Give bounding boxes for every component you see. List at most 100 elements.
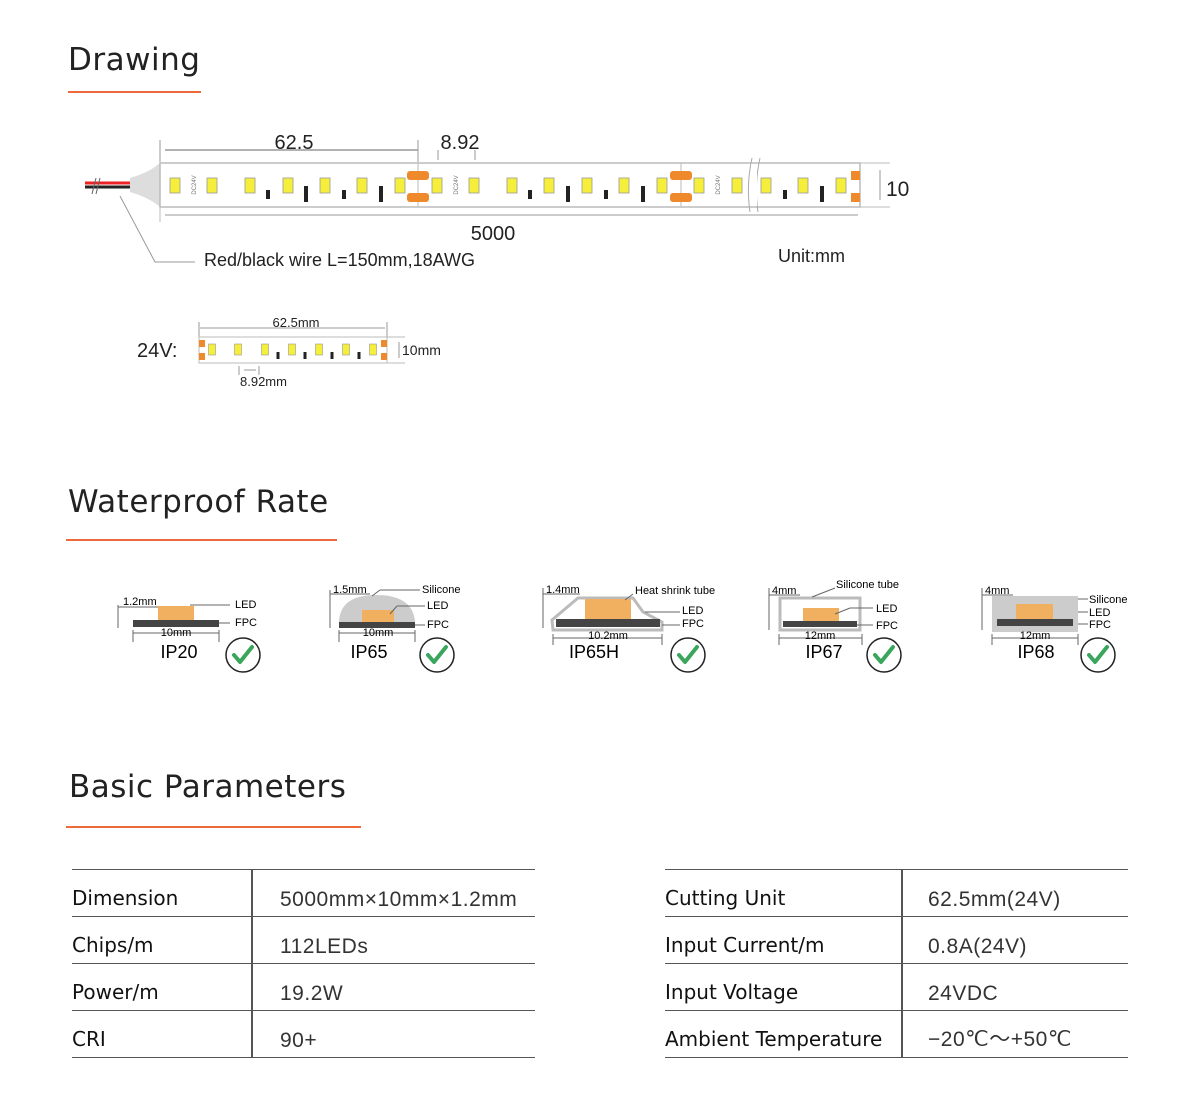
title-underline	[68, 91, 201, 93]
led-chip	[288, 343, 296, 356]
thickness-label: 1.5mm	[333, 584, 367, 596]
param-value: 0.8A(24V)	[928, 935, 1028, 958]
silicone-label: Silicone	[1089, 594, 1128, 606]
resistor	[266, 190, 270, 199]
led-chip	[797, 177, 809, 194]
param-label: Cutting Unit	[665, 886, 786, 910]
led-strip-24v-drawing: 24V: 62.5mm 10mm 8.92mm	[137, 315, 441, 389]
param-value: 62.5mm(24V)	[928, 888, 1061, 911]
parameters-table-right: Cutting Unit 62.5mm(24V) Input Current/m 0…	[665, 869, 1128, 1058]
led-chip	[835, 177, 847, 194]
led-chip	[656, 177, 668, 194]
param-value: 112LEDs	[280, 935, 369, 958]
led-strip-drawing: 62.5 8.92 DC24V DC24V DC24V 10 5000 Red/…	[85, 132, 909, 270]
check-circle-icon	[419, 637, 455, 673]
fpc-label: FPC	[876, 620, 898, 632]
led-chip	[581, 177, 593, 194]
param-label: Input Voltage	[665, 980, 799, 1004]
led-chip	[506, 177, 518, 194]
waterproof-ip65h: 1.4mm Heat shrink tube LED FPC 10.2mm IP…	[542, 584, 715, 662]
param-value: 90+	[280, 1029, 318, 1052]
param-label: Dimension	[72, 886, 179, 910]
led-pitch-label: 8.92	[441, 132, 480, 154]
section-title-parameters: Basic Parameters	[69, 769, 347, 805]
param-value: 19.2W	[280, 982, 344, 1005]
ip-rating: IP65	[350, 642, 387, 662]
param-label: Chips/m	[72, 933, 154, 957]
resistor	[303, 352, 307, 359]
width-label: 12mm	[1020, 630, 1051, 642]
width-label: 10	[886, 178, 909, 201]
strip-marking: DC24V	[454, 175, 460, 194]
solder-pad	[851, 171, 860, 180]
resistor	[276, 352, 280, 359]
check-icon	[873, 645, 895, 664]
voltage-label: 24V:	[137, 340, 177, 362]
ip-rating: IP20	[160, 642, 197, 662]
small-led-pitch: 8.92mm	[240, 374, 287, 389]
led-chip	[169, 177, 181, 194]
small-segment-length: 62.5mm	[273, 315, 320, 330]
led-label: LED	[1089, 607, 1110, 619]
led-chip	[760, 177, 772, 194]
led-chip	[468, 177, 480, 194]
resistor	[379, 186, 383, 202]
silicone-label: Silicone	[422, 584, 461, 596]
solder-pad	[851, 193, 860, 202]
resistor	[566, 186, 570, 202]
heat-shrink-label: Heat shrink tube	[635, 585, 715, 597]
led-chip	[356, 177, 368, 194]
check-icon	[677, 645, 699, 664]
drawing-graphics: 62.5 8.92 DC24V DC24V DC24V 10 5000 Red/…	[85, 132, 1128, 673]
ip-rating: IP65H	[569, 642, 619, 662]
solder-pad	[199, 353, 205, 360]
resistor	[342, 190, 346, 199]
solder-pad	[199, 340, 205, 347]
width-label: 12mm	[805, 630, 836, 642]
waterproof-ip20: 1.2mm LED FPC 10mm IP20	[117, 596, 257, 662]
solder-pad	[407, 171, 429, 180]
resistor	[820, 186, 824, 202]
led-chip	[369, 343, 377, 356]
width-label: 10mm	[363, 627, 394, 639]
led-chip	[244, 177, 256, 194]
table-row: Input Voltage 24VDC	[665, 964, 1128, 1011]
led-chip	[543, 177, 555, 194]
solder-pad	[381, 340, 387, 347]
section-title-waterproof: Waterproof Rate	[68, 484, 329, 520]
ip-rating: IP67	[805, 642, 842, 662]
solder-pad	[407, 193, 429, 202]
check-icon	[1087, 645, 1109, 664]
resistor	[330, 352, 334, 359]
led-chip	[234, 343, 242, 356]
waterproof-ip68: 4mm Silicone LED FPC 12mm IP68	[981, 585, 1128, 662]
check-icon	[426, 645, 448, 664]
led-chip	[319, 177, 331, 194]
waterproof-ip67: 4mm Silicone tube LED FPC 12mm IP67	[768, 579, 899, 662]
fpc-label: FPC	[427, 619, 449, 631]
wire-note: Red/black wire L=150mm,18AWG	[204, 250, 475, 270]
led-chip	[431, 177, 443, 194]
thickness-label: 4mm	[985, 585, 1009, 597]
param-value: −20℃～+50℃	[928, 1028, 1072, 1051]
title-underline	[66, 539, 337, 541]
param-label: CRI	[72, 1027, 106, 1051]
led-chip	[206, 177, 218, 194]
silicone-tube-label: Silicone tube	[836, 579, 899, 591]
check-circle-icon	[670, 637, 706, 673]
resistor	[641, 186, 645, 202]
fpc-label: FPC	[682, 618, 704, 630]
table-row: Input Current/m 0.8A(24V)	[665, 917, 1128, 964]
param-label: Input Current/m	[665, 933, 825, 957]
table-row: Chips/m 112LEDs	[72, 917, 535, 964]
led-chip	[282, 177, 294, 194]
param-value: 24VDC	[928, 982, 999, 1005]
resistor	[783, 190, 787, 199]
led-chip	[261, 343, 269, 356]
check-circle-icon	[225, 637, 261, 673]
thickness-label: 1.4mm	[546, 584, 580, 596]
led-chip	[731, 177, 743, 194]
table-row: Cutting Unit 62.5mm(24V)	[665, 870, 1128, 917]
